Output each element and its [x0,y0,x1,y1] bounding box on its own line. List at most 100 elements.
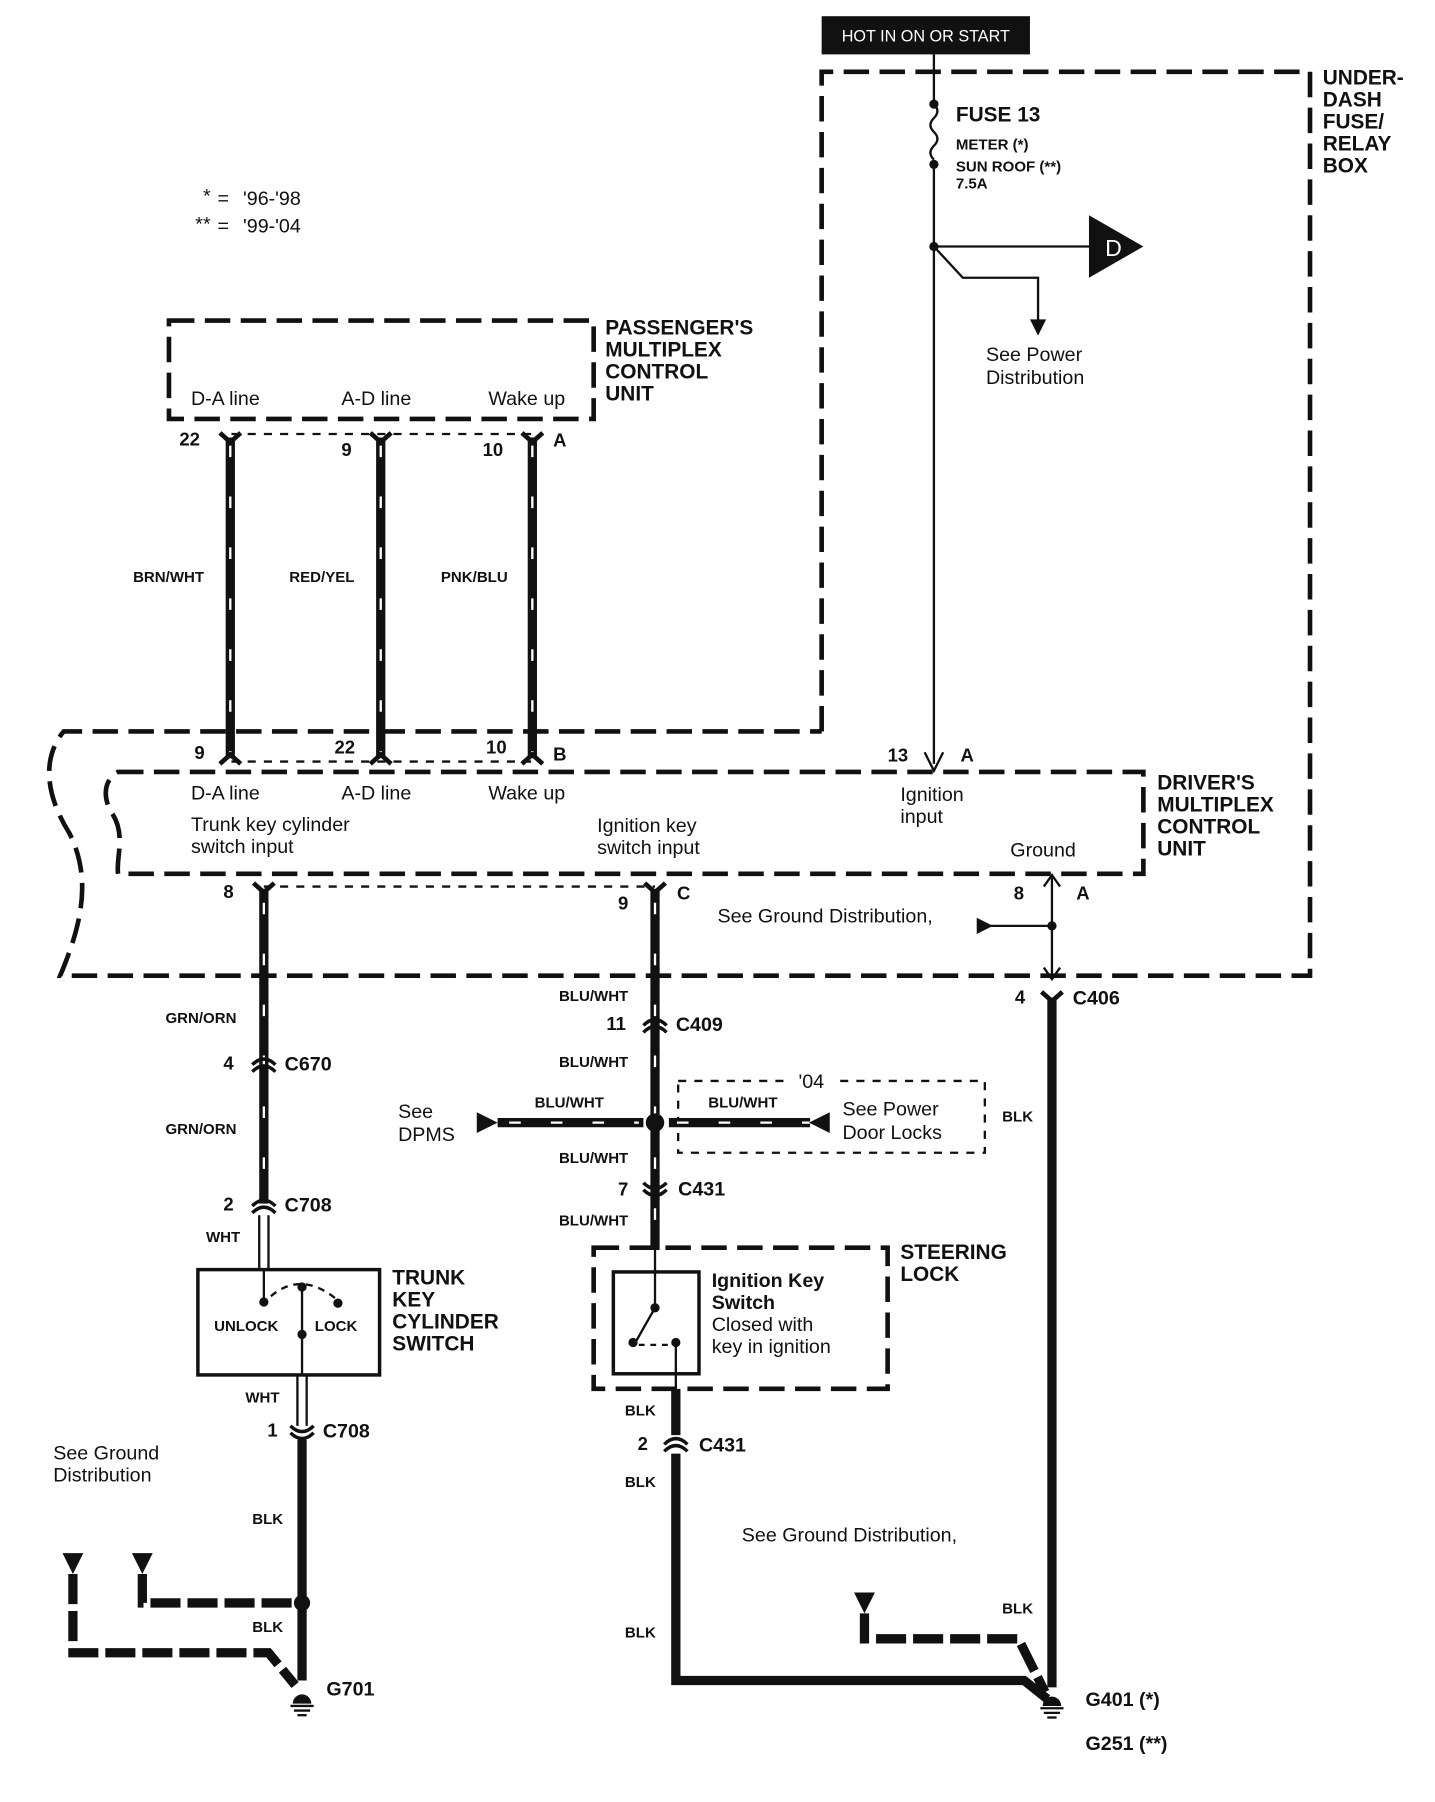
ground-symbol-icon [290,1694,314,1717]
pin-label: D-A line [191,388,260,410]
connector-icon [251,1198,277,1215]
ground-ref-arrow-icon [976,917,993,934]
wire-color: BLK [625,1474,656,1491]
pin-label: switch input [191,836,294,858]
pin-label: switch input [597,837,700,859]
connector-icon [642,1017,668,1034]
connector-id: C708 [323,1420,370,1442]
pin-label: Wake up [488,388,565,410]
pin-number: 10 [483,439,504,460]
title-line: UNDER- [1323,66,1404,89]
pin-number: 13 [888,745,909,766]
dpms-arrow-icon [476,1112,498,1134]
see-ground-text: See Ground [53,1442,159,1464]
see-dpms-text: See [398,1101,433,1123]
connector-id: C [677,882,690,903]
fuse-rating: 7.5A [956,176,988,193]
steering-lock-outline [591,1245,890,1392]
fuse-circuit: SUN ROOF (**) [956,158,1061,175]
pin-number: 10 [486,736,507,757]
connector-d-flag-icon [1088,215,1144,278]
title-line: LOCK [900,1263,959,1286]
title-line: DRIVER'S [1157,771,1255,794]
power-label: HOT IN ON OR START [842,28,1010,46]
connector-id: A [553,430,566,451]
pin-number: 8 [223,881,233,902]
ground-id: G401 (*) [1086,1689,1160,1711]
trunk-switch-box [196,1267,382,1377]
connector-id: C409 [676,1014,723,1036]
pin-number: 9 [341,439,351,460]
wire-color: BLU/WHT [559,1054,629,1071]
see-ground-text: See Ground Distribution, [742,1525,957,1547]
title-line: BOX [1323,154,1368,177]
fuse-box-outline [47,69,1313,978]
title-line: UNIT [1157,837,1206,860]
title-line: TRUNK [392,1267,465,1290]
legend-years: '96-'98 [243,188,301,210]
fuse-box-title: UNDER- DASH FUSE/ RELAY BOX [1323,66,1404,177]
title-line: PASSENGER'S [605,316,753,339]
switch-name: Switch [712,1292,775,1314]
wire-color: BLU/WHT [559,988,629,1005]
power-banner: HOT IN ON OR START [821,16,1030,55]
pin-number: 11 [606,1013,626,1034]
legend: * = '96-'98 ** = '99-'04 [195,186,301,238]
pin-number: 4 [223,1052,234,1073]
connector-flag-label: D [1105,235,1122,261]
legend-eq: = [218,188,229,210]
pin-number: 1 [267,1419,277,1440]
wire-color: GRN/ORN [165,1121,236,1138]
pin-number: 9 [618,893,628,914]
connector-icon [251,1057,277,1073]
title-line: SWITCH [392,1333,474,1356]
title-line: STEERING [900,1241,1006,1264]
pin-label: Ground [1010,839,1076,861]
switch-position: LOCK [315,1318,358,1335]
see-ground-text: Distribution [53,1464,151,1486]
ground-id: G251 (**) [1086,1733,1168,1755]
wire-color: PNK/BLU [441,569,508,586]
title-line: CYLINDER [392,1311,498,1334]
wire-color: BLU/WHT [559,1150,629,1167]
see-pdl-text: See Power [842,1099,939,1121]
wire-color: BLU/WHT [535,1095,605,1112]
connector-id: C708 [285,1195,332,1217]
see-power-text: Distribution [986,367,1084,389]
see-power-text: See Power [986,344,1083,366]
ground-circuit: 4 C406 BLK BLK G401 (*) G251 (**) [1002,986,1167,1754]
passenger-unit: PASSENGER'S MULTIPLEX CONTROL UNIT D-A l… [166,316,753,460]
pdl-arrow-icon [808,1112,830,1134]
title-line: KEY [392,1289,435,1312]
ground-ref-arrow-icon [62,1553,84,1575]
ground-ref-arrow-icon [131,1553,153,1575]
ignition-circuit: BLU/WHT 11 C409 BLU/WHT BLU/WHT See DPMS… [398,881,1051,1703]
pin-label: input [900,806,943,828]
fuse-icon [929,103,939,161]
connector-id: C406 [1073,988,1120,1010]
title-line: FUSE/ [1323,110,1385,133]
see-dpms-text: DPMS [398,1124,455,1146]
title-line: MULTIPLEX [605,338,722,361]
pin-label: Wake up [488,783,565,805]
title-line: CONTROL [1157,815,1260,838]
connector-icon [642,1181,668,1198]
fuse-13: FUSE 13 METER (*) SUN ROOF (**) 7.5A D S… [923,54,1144,774]
wire-color: BLK [1002,1108,1033,1125]
connector-id: A [1076,882,1089,903]
connector-icon [663,1436,689,1453]
switch-position: UNLOCK [214,1318,278,1335]
pin-number: 2 [638,1433,648,1454]
pin-number: 22 [179,429,200,450]
pin-label: A-D line [341,388,411,410]
multiplex-wires: BRN/WHT RED/YEL PNK/BLU [133,431,545,766]
pin-label: D-A line [191,783,260,805]
see-pdl-text: Door Locks [842,1122,942,1144]
connector-id: B [553,743,566,764]
title-line: CONTROL [605,360,708,383]
pin-number: 22 [334,736,355,757]
pin-number: 8 [1014,882,1024,903]
pin-label: Ignition key [597,815,697,837]
title-line: UNIT [605,382,654,405]
